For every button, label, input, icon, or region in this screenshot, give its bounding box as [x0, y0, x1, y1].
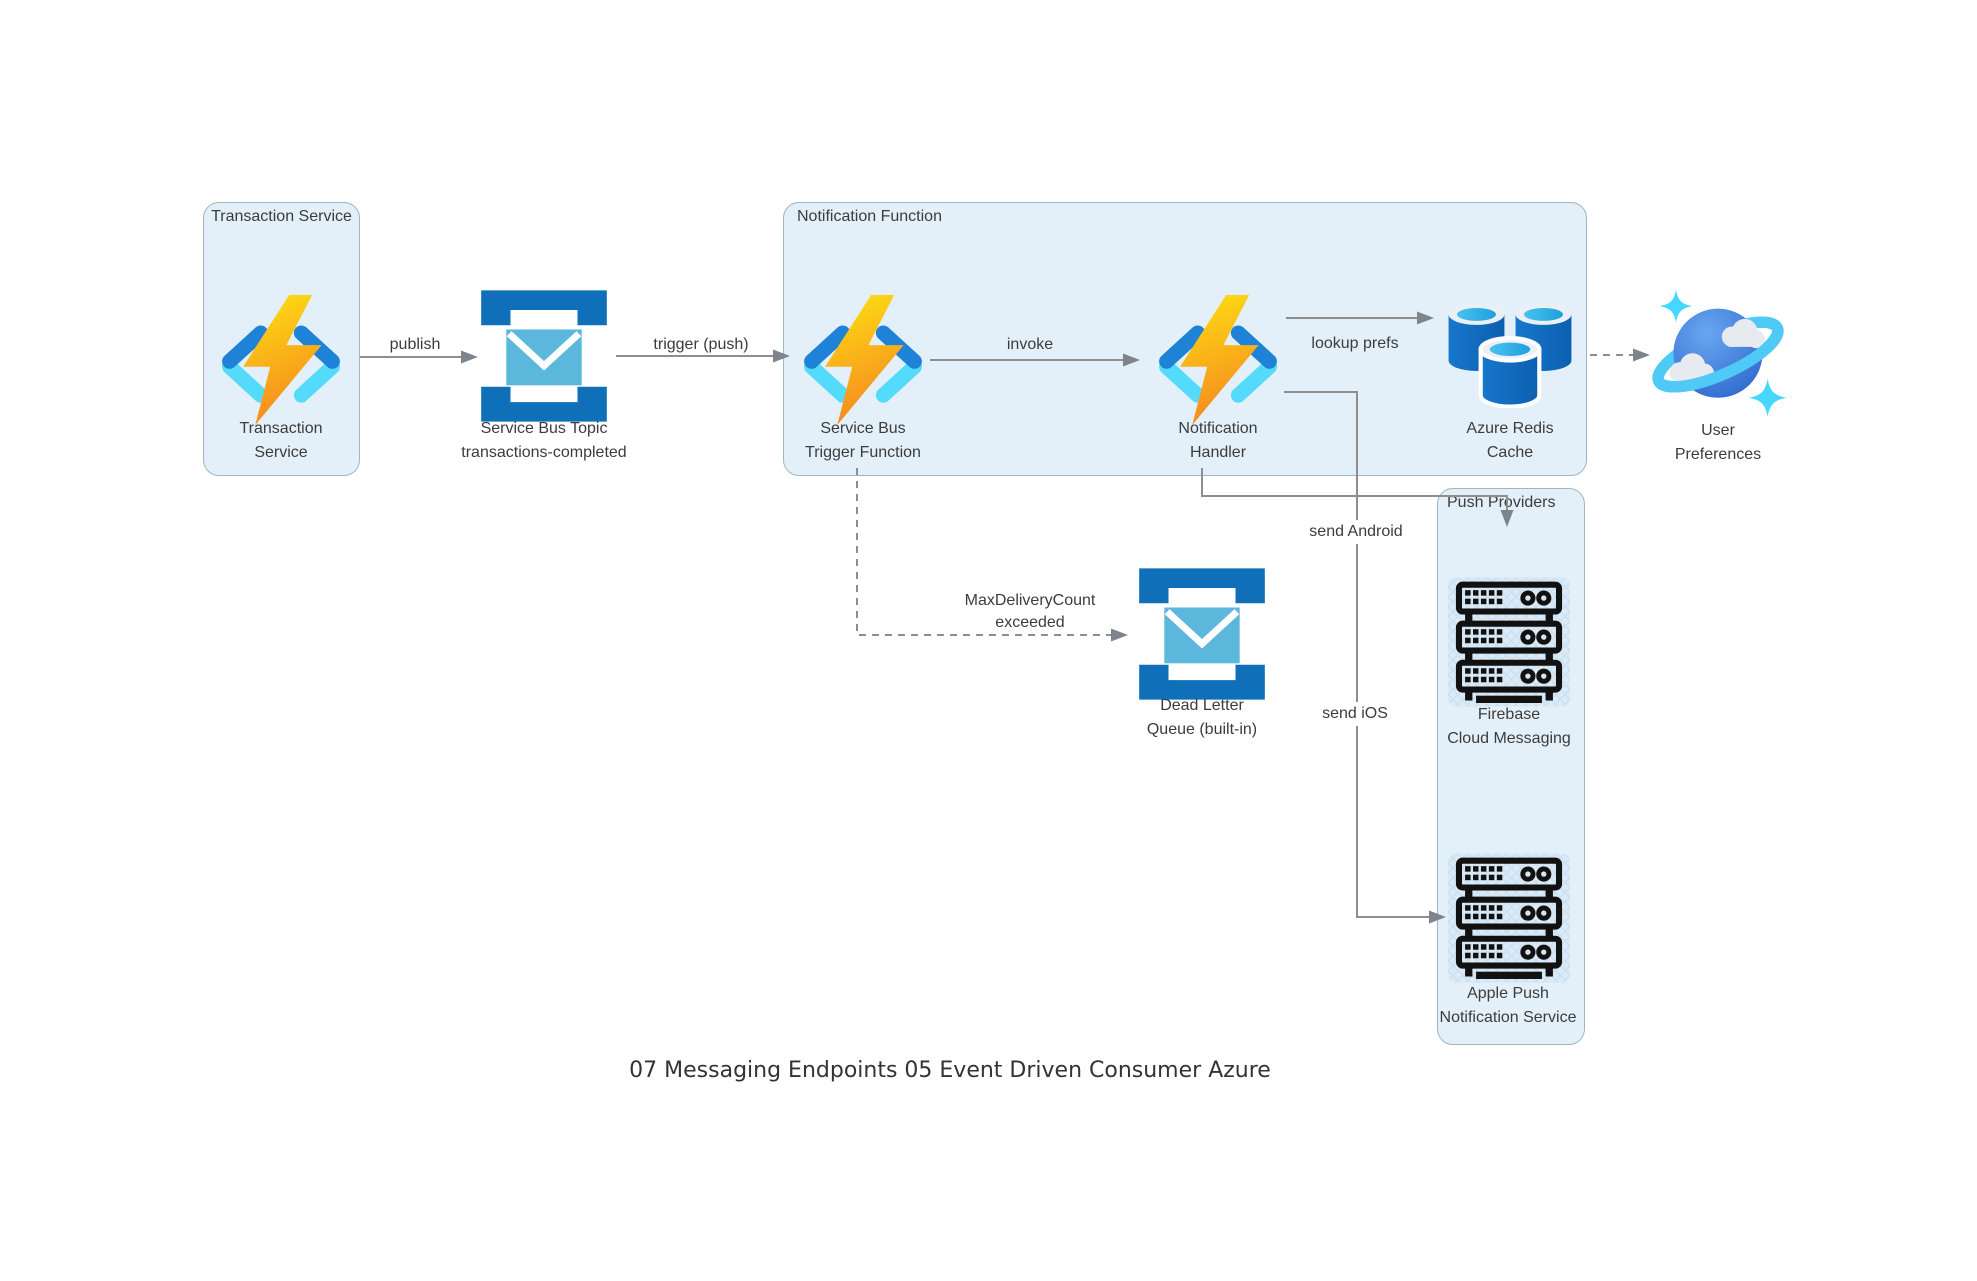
group-title-notification-function: Notification Function: [797, 208, 942, 225]
edge-label-trigger-push: trigger (push): [653, 336, 749, 353]
azure-function-icon: [798, 295, 928, 425]
azure-function-icon: [1153, 295, 1283, 425]
cosmos-planet-icon: [1648, 287, 1788, 422]
edge-label-publish: publish: [389, 336, 441, 353]
edge-label-send-ios: send iOS: [1316, 702, 1394, 726]
service-bus-topic-icon: [476, 289, 612, 423]
edge-label-send-android: send Android: [1303, 520, 1409, 544]
node-label-firebase-cloud-messaging: Firebase Cloud Messaging: [1447, 706, 1571, 747]
dead-letter-queue-icon: [1134, 567, 1270, 701]
edge-label-lookup-prefs: lookup prefs: [1311, 335, 1399, 352]
node-label-service-bus-trigger-function: Service Bus Trigger Function: [805, 420, 921, 461]
edge-send-ios: [1284, 391, 1432, 918]
edge-max-delivery-count: [856, 468, 1114, 636]
group-title-transaction-service: Transaction Service: [211, 208, 352, 225]
node-label-service-bus-topic: Service Bus Topic transactions-completed: [461, 420, 627, 461]
edge-label-max-delivery-count: MaxDeliveryCount exceeded: [964, 592, 1096, 631]
node-label-apple-push-notification-service: Apple Push Notification Service: [1439, 985, 1577, 1026]
arrowheads: [461, 311, 1650, 924]
diagram-caption: 07 Messaging Endpoints 05 Event Driven C…: [629, 1058, 1271, 1083]
edge-label-invoke: invoke: [1006, 336, 1054, 353]
node-label-notification-handler: Notification Handler: [1178, 420, 1258, 461]
redis-cache-icon: [1443, 299, 1577, 408]
server-rack-icon: [1448, 577, 1570, 707]
azure-function-icon: [216, 295, 346, 425]
node-label-dead-letter-queue: Dead Letter Queue (built-in): [1146, 697, 1258, 738]
group-title-push-providers: Push Providers: [1447, 494, 1556, 511]
edge-send-android: [1201, 468, 1508, 512]
node-label-transaction-service: Transaction Service: [239, 420, 323, 461]
node-label-azure-redis-cache: Azure Redis Cache: [1466, 420, 1554, 461]
server-rack-icon: [1448, 853, 1570, 983]
node-label-user-preferences: User Preferences: [1674, 422, 1762, 463]
